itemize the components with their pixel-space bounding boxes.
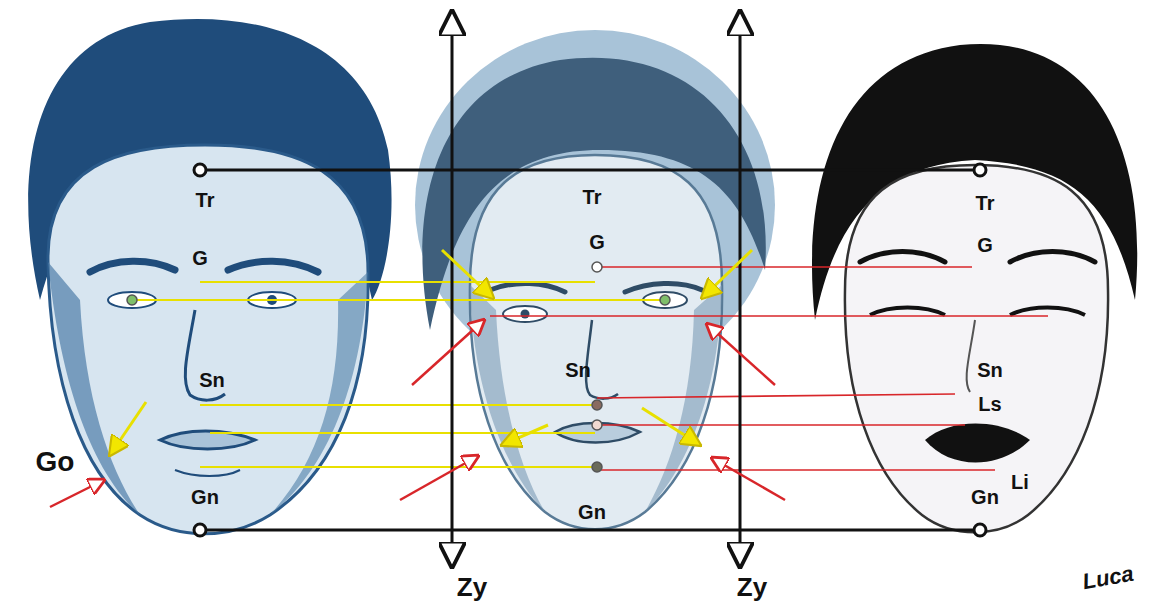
- overlay-face: [415, 30, 775, 529]
- landmark-label: Tr: [583, 187, 602, 207]
- landmark-label: Zy: [737, 574, 767, 600]
- landmark-label: G: [192, 248, 208, 268]
- yellow-lines: [132, 282, 665, 467]
- landmark-label: Tr: [976, 193, 995, 213]
- landmark-label: Zy: [457, 574, 487, 600]
- male-face: [28, 19, 391, 534]
- landmark-label: Sn: [199, 370, 225, 390]
- landmark-label: Sn: [565, 360, 591, 380]
- landmark-label: G: [589, 232, 605, 252]
- red-arrows: [50, 320, 785, 507]
- landmark-label: Tr: [196, 190, 215, 210]
- female-face: [812, 44, 1137, 532]
- signature: Luca: [1081, 563, 1135, 594]
- landmark-dots: [127, 262, 670, 472]
- reference-lines: [194, 164, 986, 536]
- landmark-label: Gn: [191, 487, 219, 507]
- landmark-label: Gn: [578, 502, 606, 522]
- landmark-label: Go: [36, 448, 75, 476]
- landmark-label: G: [977, 235, 993, 255]
- zygion-arrows: [452, 12, 740, 566]
- red-lines: [490, 267, 1048, 470]
- yellow-arrows: [110, 250, 752, 455]
- landmark-label: Ls: [978, 394, 1001, 414]
- landmark-label: Li: [1011, 472, 1029, 492]
- landmark-label: Sn: [977, 360, 1003, 380]
- landmark-label: Gn: [971, 487, 999, 507]
